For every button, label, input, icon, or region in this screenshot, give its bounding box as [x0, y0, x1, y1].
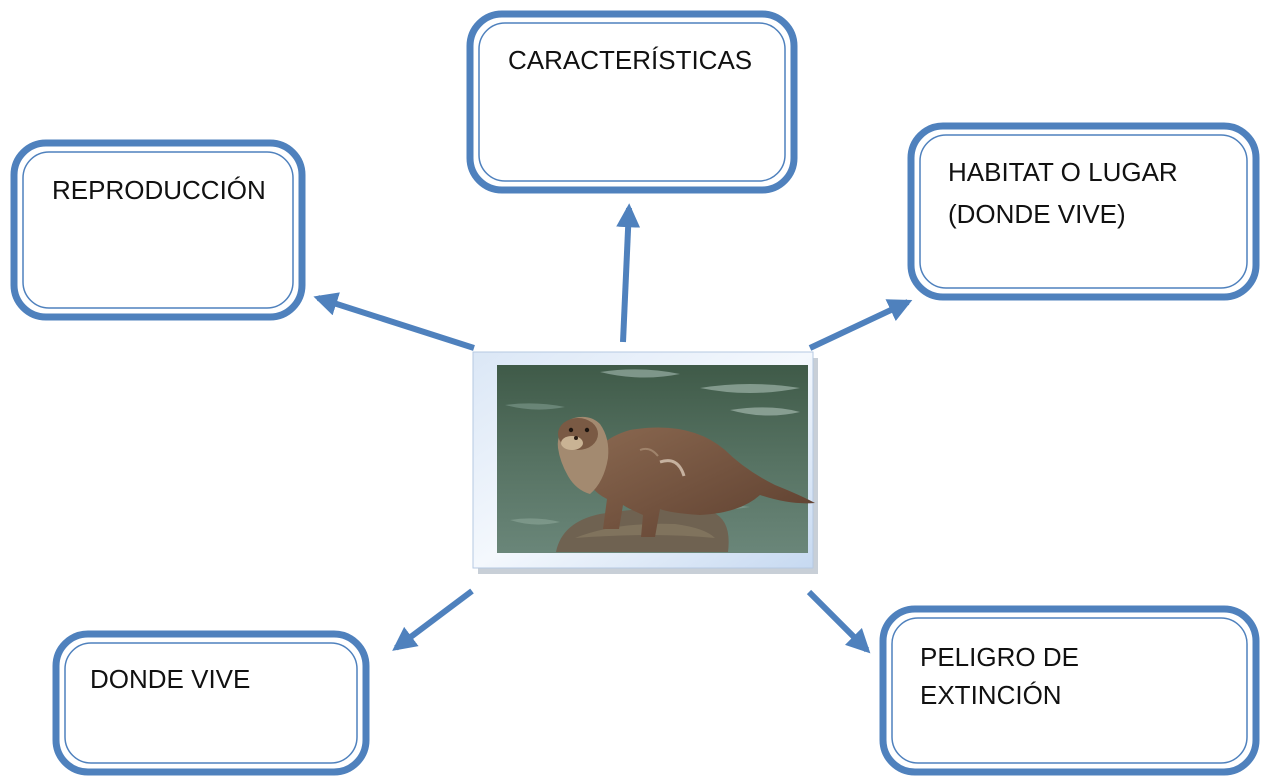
node-habitat-inner-frame	[919, 134, 1248, 289]
node-reproduccion-inner-frame	[22, 151, 294, 309]
arrows	[313, 203, 913, 654]
arrow-to-caracteristicas	[616, 203, 641, 343]
node-habitat: HABITAT O LUGAR (DONDE VIVE)	[907, 122, 1260, 301]
node-donde-vive-label: DONDE VIVE	[90, 664, 250, 694]
node-peligro-label: PELIGRO DE EXTINCIÓN	[920, 642, 1086, 710]
arrow-to-donde-vive	[392, 588, 474, 651]
node-caracteristicas-line-1: CARACTERÍSTICAS	[508, 45, 752, 75]
node-peligro-line-2: EXTINCIÓN	[920, 680, 1062, 710]
node-donde-vive-frame	[52, 630, 370, 776]
node-caracteristicas: CARACTERÍSTICAS	[466, 10, 798, 194]
arrow-to-peligro	[806, 589, 871, 654]
node-donde-vive-line-1: DONDE VIVE	[90, 664, 250, 694]
node-caracteristicas-label: CARACTERÍSTICAS	[508, 45, 752, 75]
node-reproduccion: REPRODUCCIÓN	[10, 139, 306, 321]
node-habitat-line-2: (DONDE VIVE)	[948, 199, 1126, 229]
node-caracteristicas-inner-frame	[478, 22, 786, 182]
center-image	[472, 351, 818, 574]
node-reproduccion-line-1: REPRODUCCIÓN	[52, 175, 266, 205]
node-peligro-frame	[879, 605, 1260, 776]
node-donde-vive-inner-frame	[64, 642, 358, 764]
node-reproduccion-frame	[10, 139, 306, 321]
node-peligro-inner-frame	[891, 617, 1248, 764]
node-reproduccion-label: REPRODUCCIÓN	[52, 175, 266, 205]
node-caracteristicas-frame	[466, 10, 798, 194]
node-peligro: PELIGRO DE EXTINCIÓN	[879, 605, 1260, 776]
node-habitat-label: HABITAT O LUGAR (DONDE VIVE)	[948, 157, 1185, 229]
arrow-to-habitat	[808, 299, 913, 351]
otter-photo-icon	[497, 365, 815, 553]
node-donde-vive: DONDE VIVE	[52, 630, 370, 776]
node-peligro-line-1: PELIGRO DE	[920, 642, 1079, 672]
node-habitat-line-1: HABITAT O LUGAR	[948, 157, 1178, 187]
arrow-to-reproduccion	[313, 292, 475, 351]
node-habitat-frame	[907, 122, 1260, 301]
